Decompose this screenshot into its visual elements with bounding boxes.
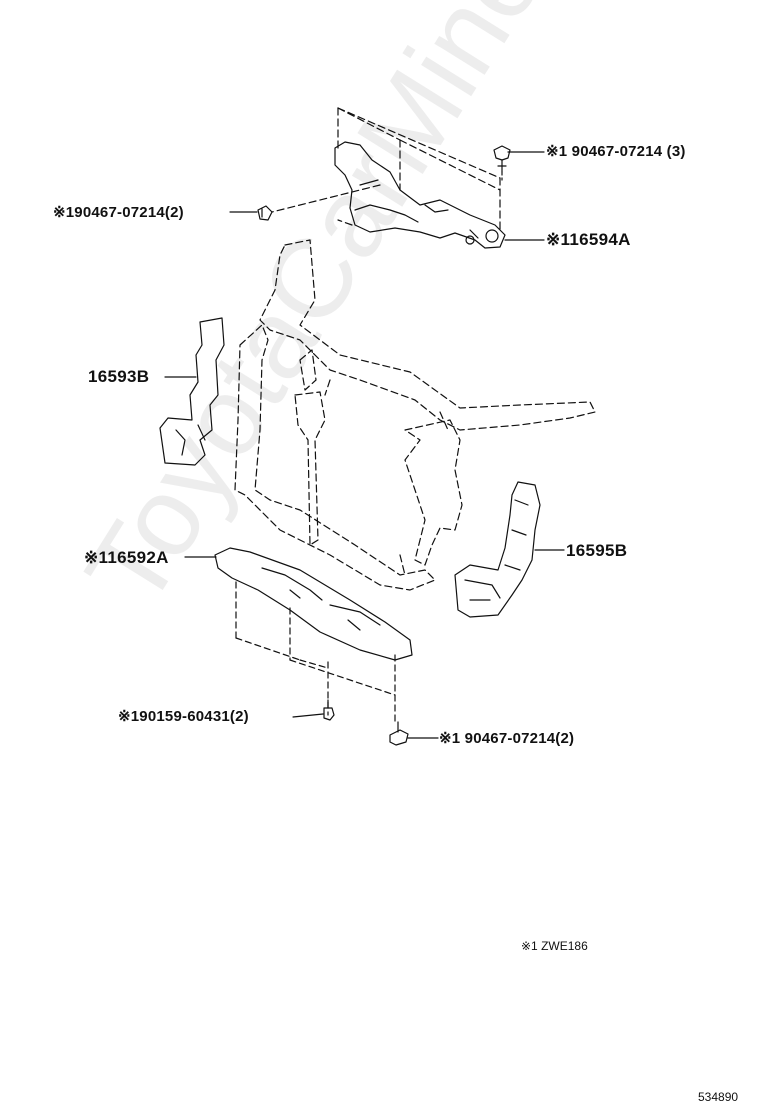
deflector-16593b	[159, 317, 225, 466]
radiator-support-frame	[234, 239, 596, 591]
clip-fastener-left	[257, 205, 273, 221]
bracket-16594a	[334, 141, 506, 249]
label-clip-top: ※1 90467-07214 (3)	[546, 143, 686, 160]
bolt-fastener-bottom	[323, 699, 335, 721]
clip-fastener-top	[493, 145, 511, 181]
deflector-16595b	[454, 481, 541, 618]
bracket-16594a-guides	[271, 107, 501, 233]
cover-16592a	[214, 547, 413, 661]
cover-16592a-guides	[235, 581, 396, 723]
clip-fastener-bottom	[389, 721, 409, 746]
label-16595b: 16595B	[566, 541, 628, 560]
label-clip-bottom: ※1 90467-07214(2)	[439, 730, 575, 747]
label-16592a: ※116592A	[84, 548, 169, 567]
label-clip-left: ※190467-07214(2)	[53, 204, 184, 221]
label-16593b: 16593B	[88, 367, 150, 386]
label-16594a: ※116594A	[546, 230, 631, 249]
label-bolt-bottom: ※190159-60431(2)	[118, 708, 249, 725]
leader-lines	[164, 151, 565, 739]
footnote: ※1 ZWE186	[521, 939, 588, 953]
diagram-id: 534890	[698, 1090, 739, 1104]
